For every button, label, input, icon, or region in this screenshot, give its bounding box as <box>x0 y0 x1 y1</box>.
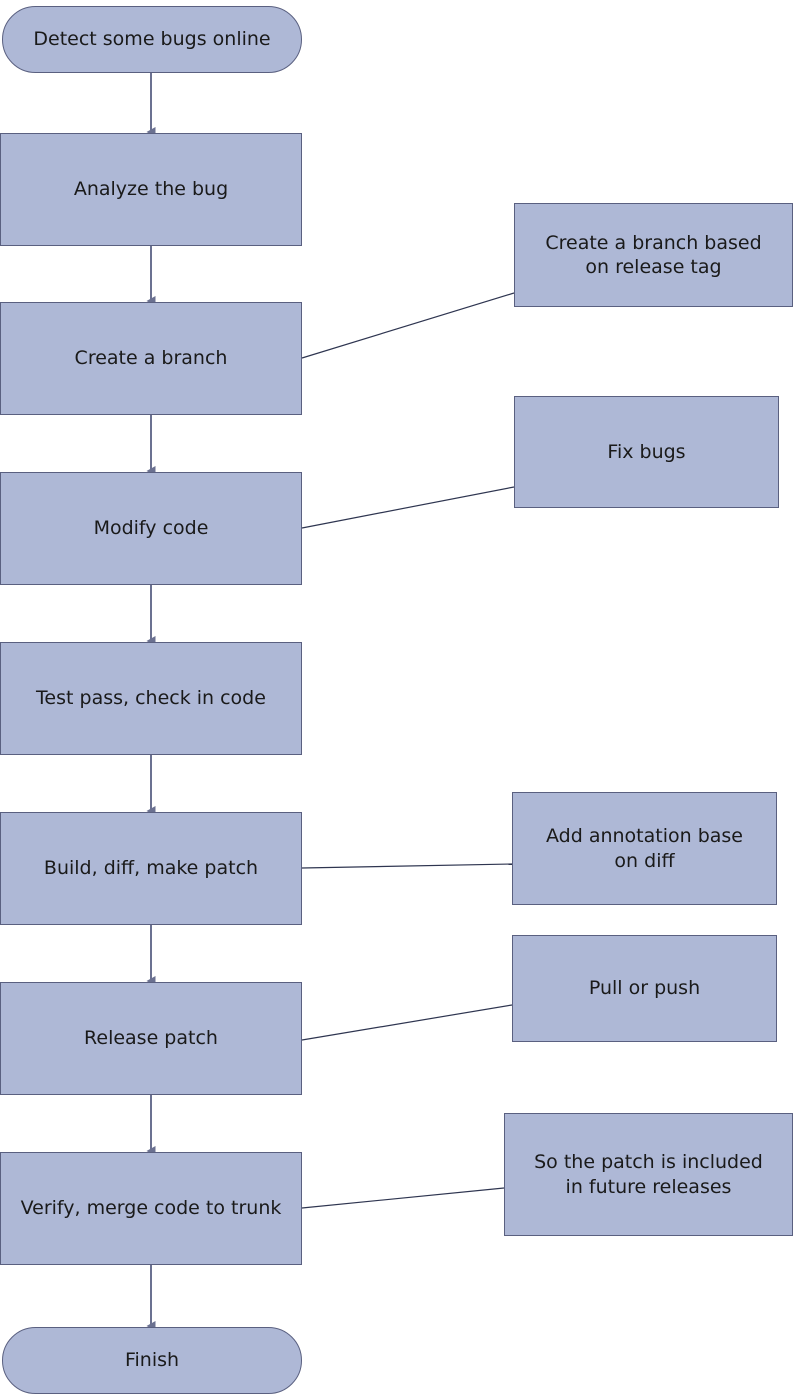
node-label-note-fix-bugs: Fix bugs <box>607 440 686 463</box>
node-label-verify-merge: Verify, merge code to trunk <box>20 1197 282 1220</box>
connector-create-branch-note <box>301 292 515 359</box>
node-analyze[interactable]: Analyze the bug <box>0 133 302 246</box>
node-note-branch-tag[interactable]: Create a branch based on release tag <box>514 203 793 307</box>
node-label-start: Detect some bugs online <box>33 28 271 51</box>
node-note-add-annotation[interactable]: Add annotation base on diff <box>512 792 777 905</box>
node-release-patch[interactable]: Release patch <box>0 982 302 1095</box>
node-label-note-add-annotation: Add annotation base on diff <box>546 825 743 872</box>
node-label-build-diff-patch: Build, diff, make patch <box>43 857 259 880</box>
connector-verify-merge-note <box>301 1187 505 1209</box>
node-test-checkin[interactable]: Test pass, check in code <box>0 642 302 755</box>
node-label-analyze: Analyze the bug <box>73 178 229 201</box>
node-note-future-releases[interactable]: So the patch is included in future relea… <box>504 1113 793 1236</box>
node-label-create-branch: Create a branch <box>74 347 228 370</box>
note-connector-lines <box>301 292 515 1209</box>
connector-modify-code-note <box>301 486 515 529</box>
node-note-fix-bugs[interactable]: Fix bugs <box>514 396 779 508</box>
node-note-pull-push[interactable]: Pull or push <box>512 935 777 1042</box>
node-start[interactable]: Detect some bugs online <box>2 6 302 73</box>
node-modify-code[interactable]: Modify code <box>0 472 302 585</box>
node-label-note-future-releases: So the patch is included in future relea… <box>534 1151 763 1198</box>
node-label-release-patch: Release patch <box>84 1027 218 1050</box>
connector-release-patch-note <box>301 1004 513 1041</box>
node-label-modify-code: Modify code <box>93 517 209 540</box>
node-verify-merge[interactable]: Verify, merge code to trunk <box>0 1152 302 1265</box>
node-finish[interactable]: Finish <box>2 1327 302 1394</box>
node-label-note-branch-tag: Create a branch based on release tag <box>545 231 762 278</box>
node-create-branch[interactable]: Create a branch <box>0 302 302 415</box>
node-label-finish: Finish <box>124 1349 180 1372</box>
connector-build-patch-note <box>301 863 513 869</box>
node-build-diff-patch[interactable]: Build, diff, make patch <box>0 812 302 925</box>
node-label-test-checkin: Test pass, check in code <box>36 687 266 710</box>
node-label-note-pull-push: Pull or push <box>588 977 701 1000</box>
